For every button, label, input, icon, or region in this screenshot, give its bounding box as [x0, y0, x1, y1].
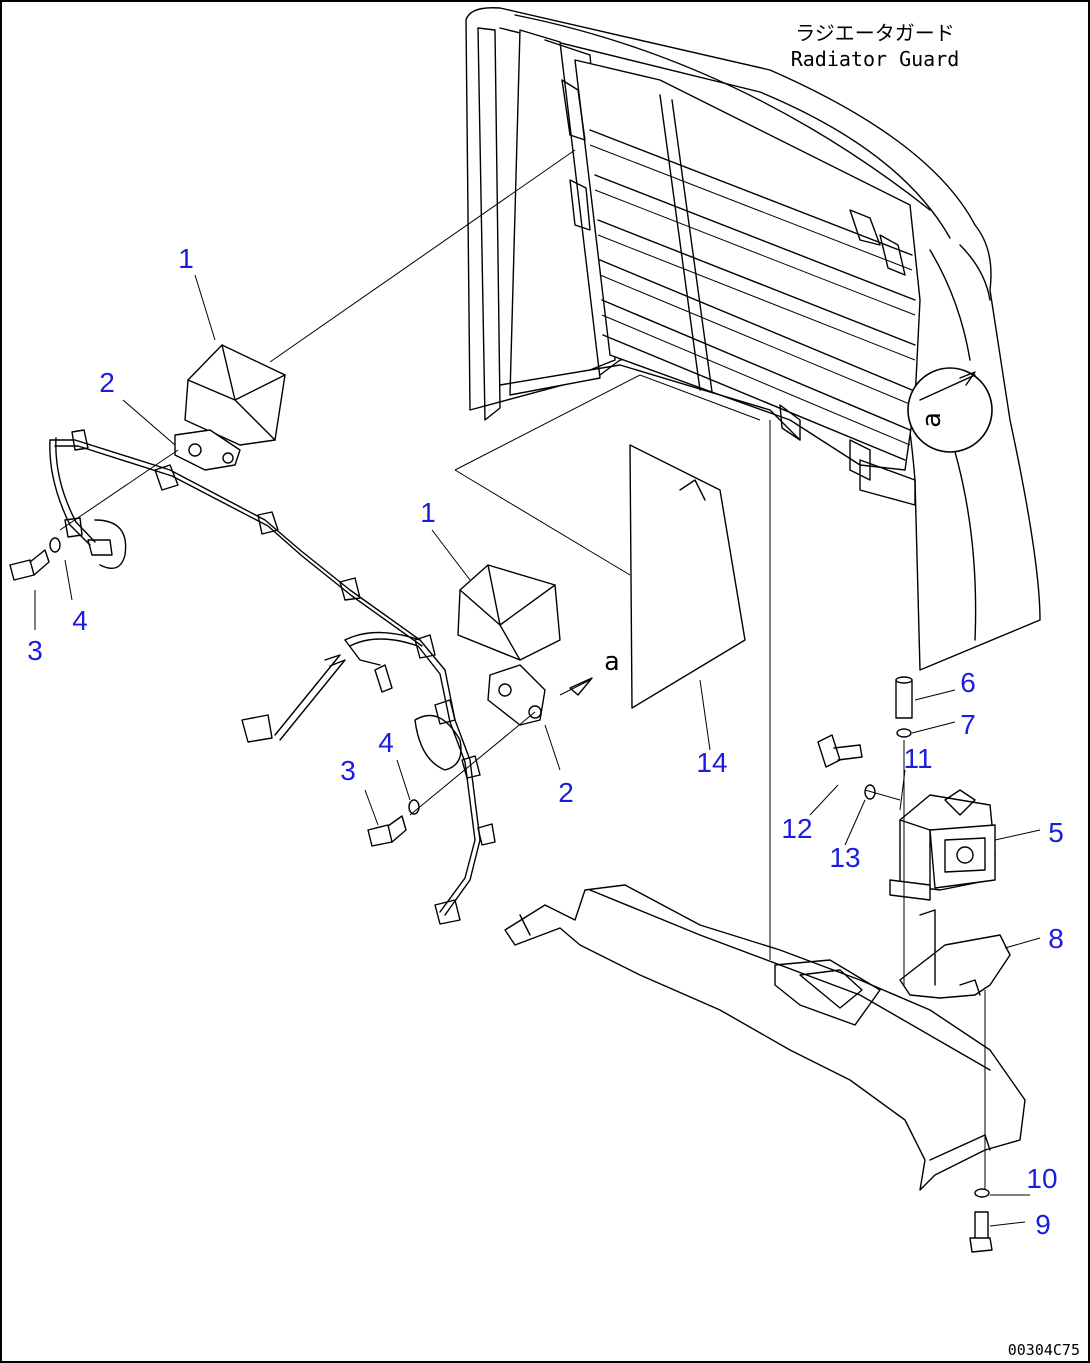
callout-11: 11 [903, 743, 932, 774]
callout-4-upper: 4 [72, 605, 88, 636]
bolt-part-3-lower [367, 815, 407, 847]
leader-lines [34, 149, 1041, 1227]
callout-4-lower: 4 [378, 727, 394, 758]
washer-part-7 [896, 728, 912, 738]
callout-3-lower: 3 [340, 755, 356, 786]
bolt-part-9 [969, 1211, 993, 1253]
washer-part-4-upper [49, 537, 61, 553]
callout-2-upper: 2 [99, 367, 115, 398]
title-english: Radiator Guard [791, 47, 960, 71]
callout-5: 5 [1048, 817, 1064, 848]
switch-box-part-5 [889, 789, 996, 901]
callout-10: 10 [1026, 1163, 1057, 1194]
wiring-harness-lower [241, 631, 496, 925]
radiator-guard-drawing [465, 7, 1041, 671]
bolt-part-6 [895, 676, 913, 719]
wiring-harness-upper [49, 429, 423, 647]
callout-7: 7 [960, 709, 976, 740]
title-japanese: ラジエータガード [795, 21, 955, 45]
bolt-part-3-upper [9, 549, 50, 581]
work-lamp-lower [457, 564, 561, 726]
floor-outline-lower [454, 469, 631, 576]
washer-part-13 [864, 784, 876, 800]
callout-13: 13 [829, 842, 860, 873]
view-marker-circle-label: a [917, 412, 947, 428]
washer-part-10 [974, 1188, 990, 1198]
view-a-detail [907, 367, 993, 453]
callout-3-upper: 3 [27, 635, 43, 666]
callout-8: 8 [1048, 923, 1064, 954]
callout-12: 12 [781, 813, 812, 844]
bracket-part-8 [899, 909, 1011, 999]
work-lamp-upper [174, 344, 286, 471]
view-marker-arrow-label: a [604, 647, 620, 677]
bolt-part-12 [817, 734, 863, 768]
callout-14: 14 [696, 747, 727, 778]
plate-part-14 [629, 444, 746, 709]
bottom-frame [504, 884, 1026, 1191]
callout-1-upper: 1 [178, 243, 194, 274]
floor-outline [454, 374, 761, 471]
drawing-code: 00304C75 [1008, 1341, 1080, 1359]
callout-1-lower: 1 [420, 497, 436, 528]
callout-2-lower: 2 [558, 777, 574, 808]
callout-6: 6 [960, 667, 976, 698]
callout-9: 9 [1035, 1209, 1051, 1240]
